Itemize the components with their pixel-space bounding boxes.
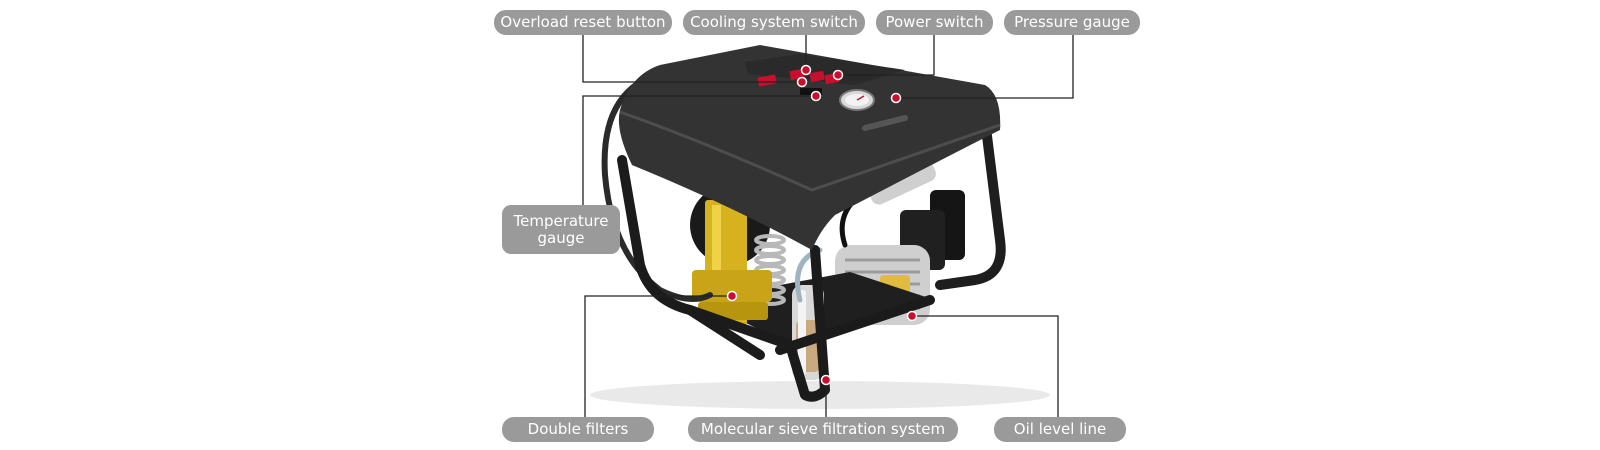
leader-oil-level <box>912 315 1059 417</box>
label-power-switch: Power switch <box>876 10 993 35</box>
markers <box>726 64 918 386</box>
top-cover-edge <box>619 110 1001 192</box>
front-frame <box>617 155 935 402</box>
label-molecular-sieve-filtration-system: Molecular sieve filtration system <box>688 417 958 442</box>
label-temperature-gauge: Temperature gauge <box>502 205 620 254</box>
marker-cooling-switch <box>800 64 812 76</box>
marker-double-filters <box>726 290 738 302</box>
marker-temperature-gauge <box>810 90 822 102</box>
leader-temperature-gauge <box>582 95 816 205</box>
marker-molecular-sieve <box>820 374 832 386</box>
leader-overload-reset <box>582 35 802 83</box>
marker-power-switch <box>832 69 844 81</box>
label-cooling-system-switch: Cooling system switch <box>683 10 865 35</box>
leader-double-filters <box>584 295 732 417</box>
marker-overload-reset <box>796 76 808 88</box>
label-oil-level-line: Oil level line <box>994 417 1126 442</box>
control-panel <box>745 54 905 85</box>
pressure-gauge-dial <box>839 89 875 111</box>
marker-pressure-gauge <box>890 92 902 104</box>
leader-power-switch <box>838 35 935 76</box>
handle-slot <box>862 115 908 131</box>
label-double-filters: Double filters <box>502 417 654 442</box>
leader-lines <box>582 35 1074 417</box>
label-pressure-gauge: Pressure gauge <box>1004 10 1140 35</box>
leader-pressure-gauge <box>896 35 1074 99</box>
marker-oil-level <box>906 310 918 322</box>
label-overload-reset-button: Overload reset button <box>494 10 672 35</box>
